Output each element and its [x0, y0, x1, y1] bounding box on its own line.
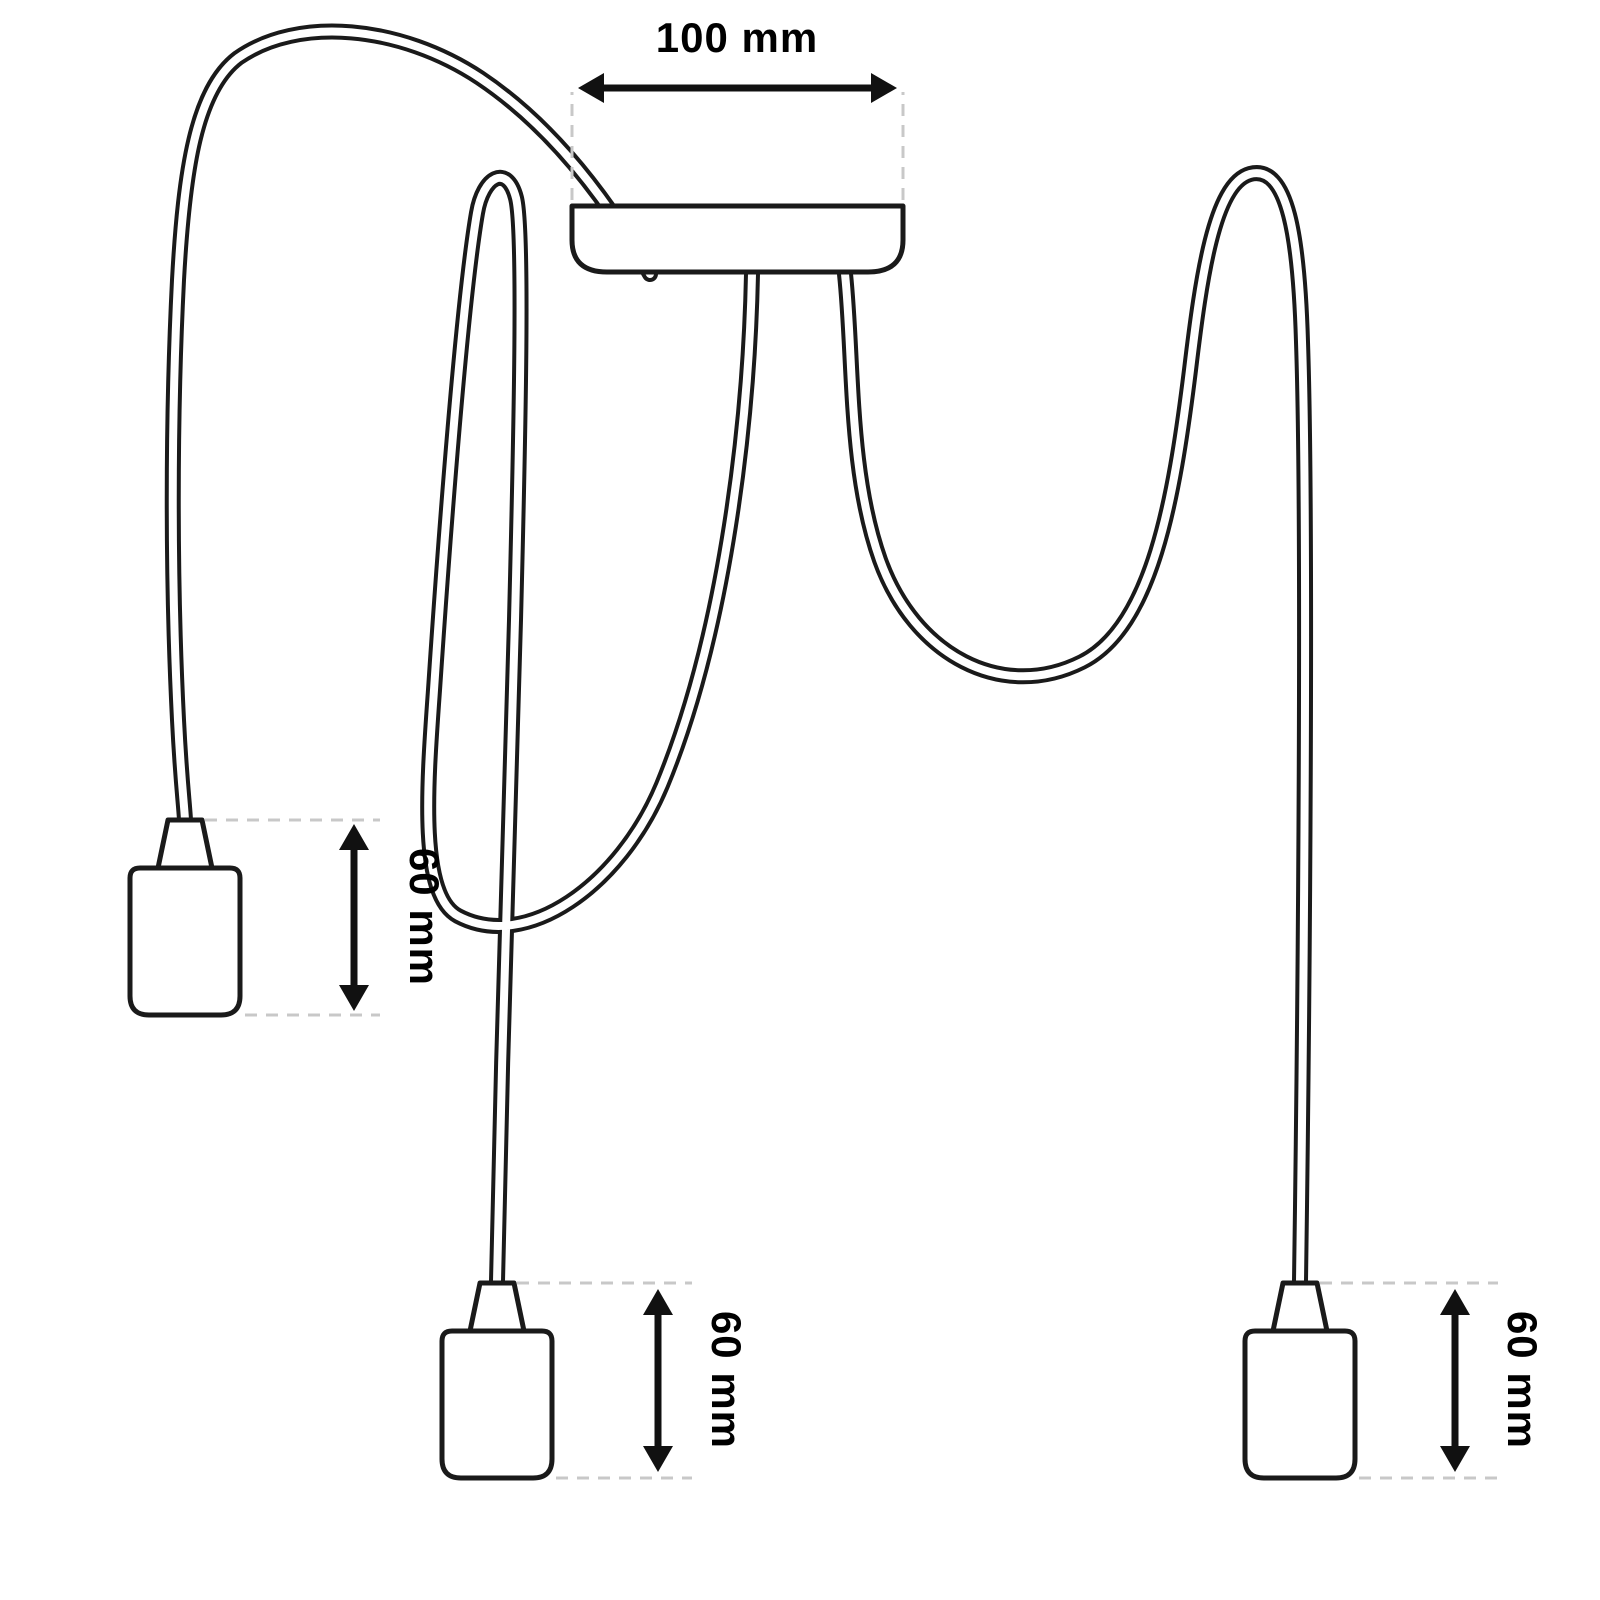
cable-right-inner-stroke: [841, 169, 1310, 1285]
cable-right-outer-stroke: [837, 165, 1314, 1289]
socket-right-body: [1242, 1328, 1358, 1481]
socket-left-arrowhead-bottom: [339, 985, 369, 1011]
cable-left: [164, 23, 658, 828]
socket-left-height-arrow: [339, 824, 369, 1011]
cable-left-outer-stroke: [164, 23, 658, 828]
lamp-socket-middle: [439, 1280, 555, 1481]
socket-middle-body: [439, 1328, 555, 1481]
cable-left-inner-stroke: [168, 27, 654, 824]
cable-middle-outer-stroke: [420, 169, 760, 1289]
canopy-width-label: 100 mm: [656, 14, 818, 61]
socket-right-cord-grip: [1270, 1280, 1330, 1334]
lamp-socket-right: [1242, 1280, 1358, 1481]
cable-middle: [420, 169, 760, 1289]
canopy-width-arrowhead-right: [871, 73, 897, 103]
canopy-width-arrow: [578, 73, 897, 103]
socket-right-arrowhead-top: [1440, 1289, 1470, 1315]
socket-middle-arrowhead-bottom: [643, 1446, 673, 1472]
socket-right-arrowhead-bottom: [1440, 1446, 1470, 1472]
lamp-socket-left: [127, 817, 243, 1018]
guide-lines: [205, 92, 1498, 1480]
socket-left-arrowhead-top: [339, 824, 369, 850]
socket-middle-cord-grip: [467, 1280, 527, 1334]
cable-right: [837, 165, 1314, 1289]
ceiling-canopy: [569, 203, 906, 275]
socket-left-height-label: 60 mm: [401, 848, 448, 986]
socket-right-height-label: 60 mm: [1499, 1311, 1546, 1449]
socket-middle-height-label: 60 mm: [703, 1311, 750, 1449]
socket-left-body: [127, 865, 243, 1018]
socket-left-cord-grip: [155, 817, 215, 871]
socket-middle-arrowhead-top: [643, 1289, 673, 1315]
cable-middle-inner-stroke: [424, 173, 756, 1285]
canopy-width-arrowhead-left: [578, 73, 604, 103]
socket-right-height-arrow: [1440, 1289, 1470, 1472]
socket-middle-height-arrow: [643, 1289, 673, 1472]
